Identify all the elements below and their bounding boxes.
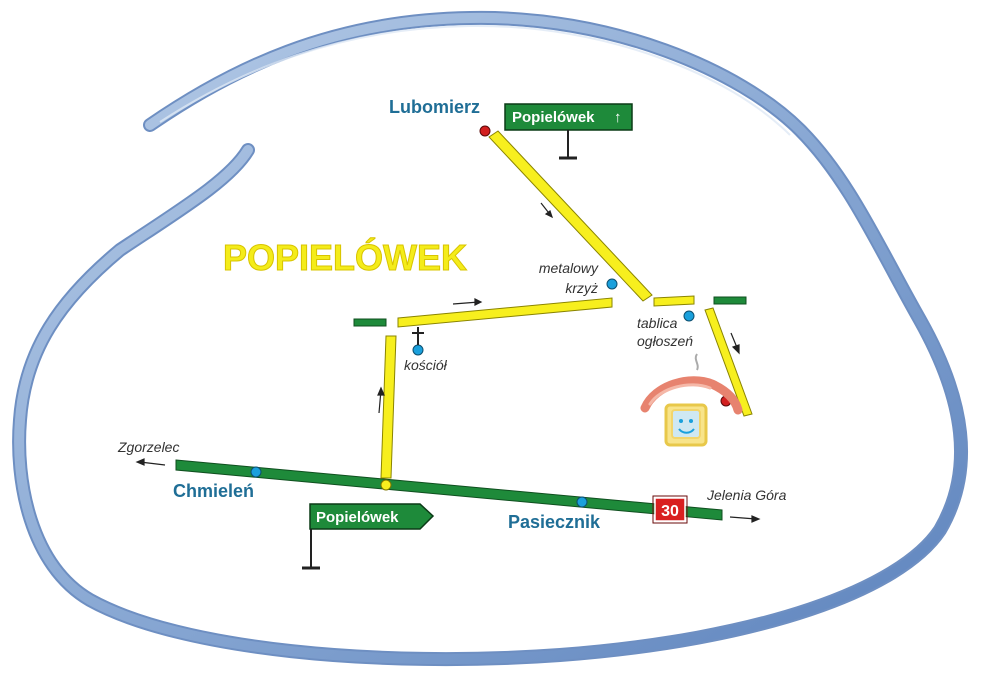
metal-cross-label-line1: metalowy [539,260,599,276]
metal-cross-label-line2: krzyż [565,280,598,296]
metal-cross-marker [606,278,618,290]
place-label-pasiecznik: Pasiecznik [508,512,601,532]
destination-label-jelenia-gora: Jelenia Góra [706,487,787,503]
board-label-line1: tablica [637,315,678,331]
top-sign-label: Popielówek [512,109,595,126]
pasiecznik-marker [576,496,588,508]
road-stubs [353,296,747,327]
river [12,10,968,667]
place-label-chmielen: Chmieleń [173,481,254,501]
road-number-badge: 30 [652,495,688,524]
bottom-sign-label: Popielówek [316,509,399,526]
lubomierz-marker [479,125,491,137]
board-label-line2: ogłoszeń [637,333,693,349]
house-logo [640,353,743,447]
place-label-lubomierz: Lubomierz [389,97,480,117]
bottom-direction-sign: Popielówek [302,503,435,570]
church-label: kościół [404,357,448,373]
road-number-label: 30 [661,503,679,520]
direction-arrows [135,202,761,523]
church-cross-icon [412,327,424,345]
markers [250,125,732,508]
chmielen-marker [250,466,262,478]
map-title: POPIELÓWEK [223,236,467,278]
board-marker [683,310,695,322]
church-marker [412,344,424,356]
destination-label-zgorzelec: Zgorzelec [117,439,179,455]
junction-marker [380,479,392,491]
up-arrow-icon: ↑ [614,109,622,126]
local-roads [380,130,753,479]
top-direction-sign: Popielówek ↑ [504,103,633,160]
